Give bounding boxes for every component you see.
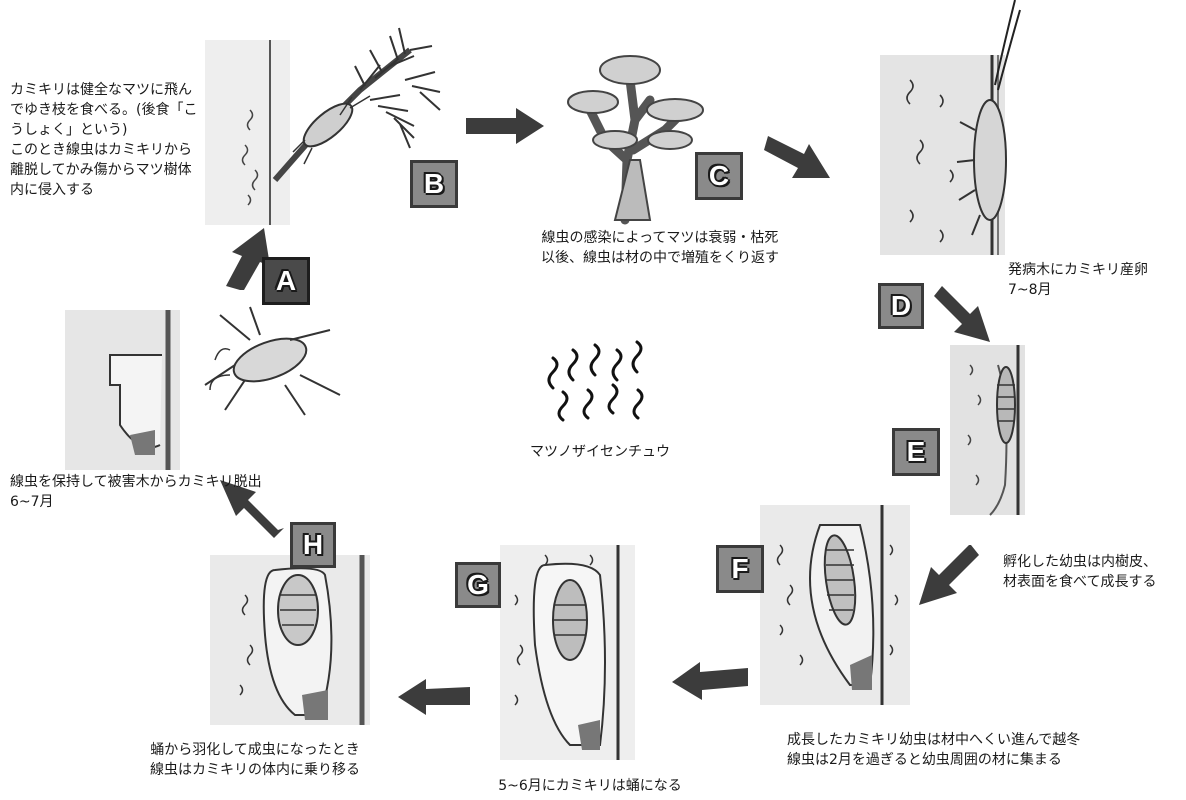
stage-a-illustration xyxy=(100,305,370,475)
caption-c-infection: 線虫の感染によってマツは衰弱・枯死 以後、線虫は材の中で増殖をくり返す xyxy=(505,228,815,268)
arrow-c-to-d xyxy=(764,126,834,186)
caption-d-oviposition: 発病木にカミキリ産卵 7~8月 xyxy=(1008,260,1178,300)
stage-g-illustration xyxy=(500,545,640,765)
stage-label-c: C xyxy=(695,152,743,200)
caption-nematode-species: マツノザイセンチュウ xyxy=(515,442,685,462)
stage-label-f: F xyxy=(716,545,764,593)
stage-label-d: D xyxy=(878,283,924,329)
caption-g-pupa: 5~6月にカミキリは蛹になる xyxy=(470,776,710,796)
stage-d-illustration xyxy=(880,0,1020,260)
arrow-e-to-f xyxy=(915,545,981,607)
stage-e-illustration xyxy=(950,345,1030,520)
stage-label-c-text: C xyxy=(709,160,729,192)
stage-label-h-text: H xyxy=(303,529,323,561)
nematode-illustration xyxy=(543,340,648,425)
caption-a-escape: 線虫を保持して被害木からカミキリ脱出 6~7月 xyxy=(10,472,320,512)
stage-label-b-text: B xyxy=(424,168,444,200)
stage-label-g: G xyxy=(455,562,501,608)
stage-h-illustration xyxy=(210,555,375,730)
arrow-b-to-c xyxy=(466,108,546,144)
stage-label-h: H xyxy=(290,522,336,568)
caption-f-overwinter: 成長したカミキリ幼虫は材中へくい進んで越冬 線虫は2月を過ぎると幼虫周囲の材に集… xyxy=(787,730,1157,770)
stage-label-a-text: A xyxy=(276,265,296,297)
arrow-f-to-g xyxy=(672,660,750,700)
stage-label-a: A xyxy=(262,257,310,305)
caption-b-feeding: カミキリは健全なマツに飛ん でゆき枝を食べる。(後食「こ うしょく」という) こ… xyxy=(10,80,225,200)
stage-label-e-text: E xyxy=(907,436,926,468)
stage-f-illustration xyxy=(760,505,920,710)
stage-label-e: E xyxy=(892,428,940,476)
stage-label-f-text: F xyxy=(731,553,748,585)
arrow-g-to-h xyxy=(398,679,472,715)
caption-f-hatch: 孵化した幼虫は内樹皮、 材表面を食べて成長する xyxy=(1003,552,1183,592)
caption-h-emerge-adult: 蛹から羽化して成虫になったとき 線虫はカミキリの体内に乗り移る xyxy=(120,740,390,780)
arrow-d-to-e xyxy=(932,286,994,344)
stage-label-d-text: D xyxy=(891,290,911,322)
stage-label-g-text: G xyxy=(467,569,489,601)
stage-label-b: B xyxy=(410,160,458,208)
